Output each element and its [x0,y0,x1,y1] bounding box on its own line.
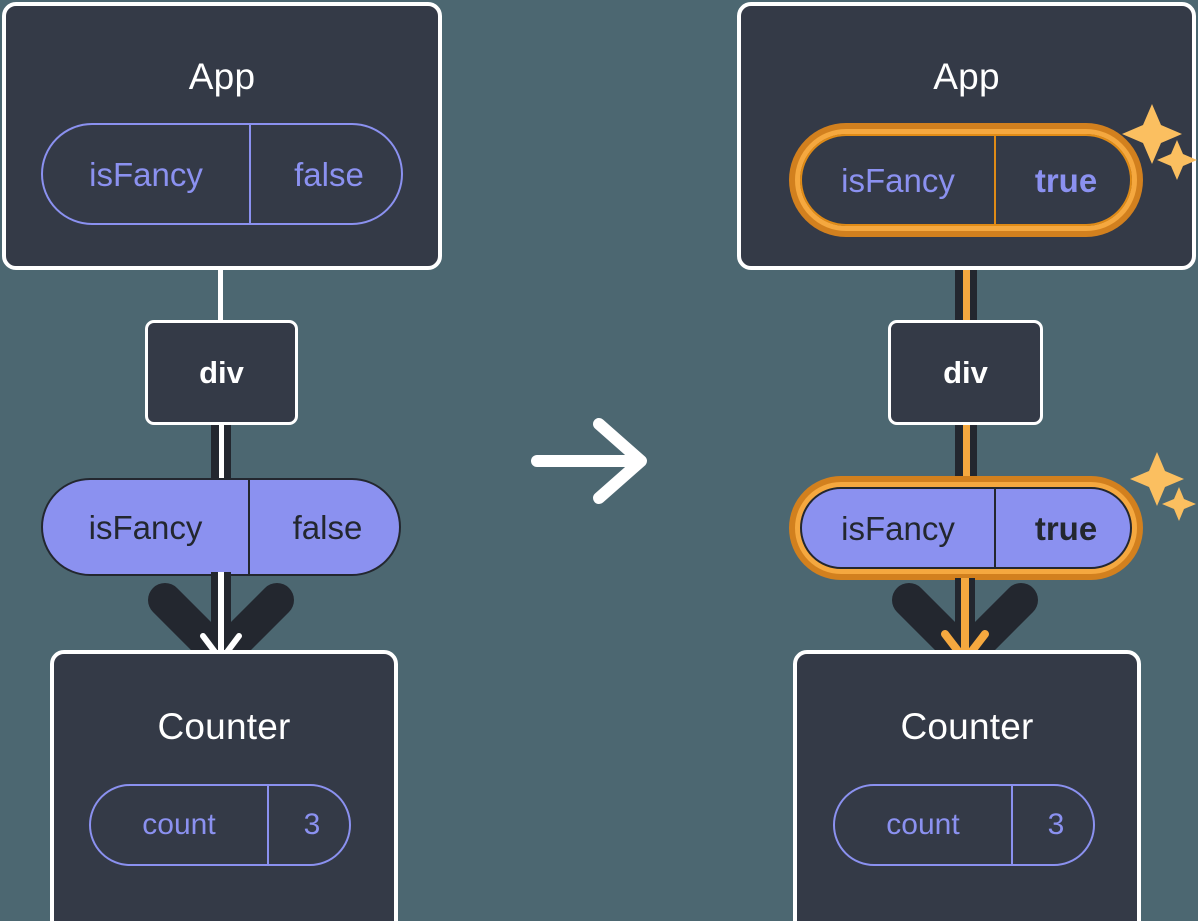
prop-pill-value: false [248,480,399,574]
app-state-pill-name: isFancy [841,161,955,199]
connector-div-to-prop-core [219,414,224,486]
arrow-wings-dark [148,583,294,673]
app-state-pill[interactable]: isFancy false [41,123,403,225]
app-title: App [933,56,1000,97]
arrow-right-icon-head [593,418,647,504]
app-state-pill[interactable]: isFancy true [800,134,1132,226]
prop-pill[interactable]: isFancy false [41,478,401,576]
div-node[interactable]: div [145,320,298,425]
app-state-pill-value: true [994,136,1130,224]
counter-state-pill-value: 3 [1011,786,1093,864]
arrow-wings-dark [892,583,1038,673]
app-state-pill-name: isFancy [89,155,203,193]
counter-state-pill[interactable]: count 3 [89,784,351,866]
connector-app-to-div-core [963,232,970,324]
prop-pill-name: isFancy [88,508,203,546]
sparkle-small-icon [1162,487,1196,521]
prop-pill-value: true [994,489,1130,567]
app-state-pill-value: false [249,125,401,223]
connector-div-to-prop-core [963,414,970,486]
counter-state-pill-name: count [142,808,216,841]
counter-state-pill[interactable]: count 3 [833,784,1095,866]
counter-title: Counter [900,706,1034,747]
counter-title: Counter [157,706,291,747]
counter-state-pill-name: count [886,808,960,841]
prop-pill[interactable]: isFancy true [800,487,1132,569]
div-node[interactable]: div [888,320,1043,425]
connector-app-to-div [218,268,223,324]
sparkle-large-icon [1130,452,1184,506]
prop-pill-name: isFancy [841,509,955,547]
counter-state-pill-value: 3 [267,786,349,864]
app-title: App [188,56,256,97]
